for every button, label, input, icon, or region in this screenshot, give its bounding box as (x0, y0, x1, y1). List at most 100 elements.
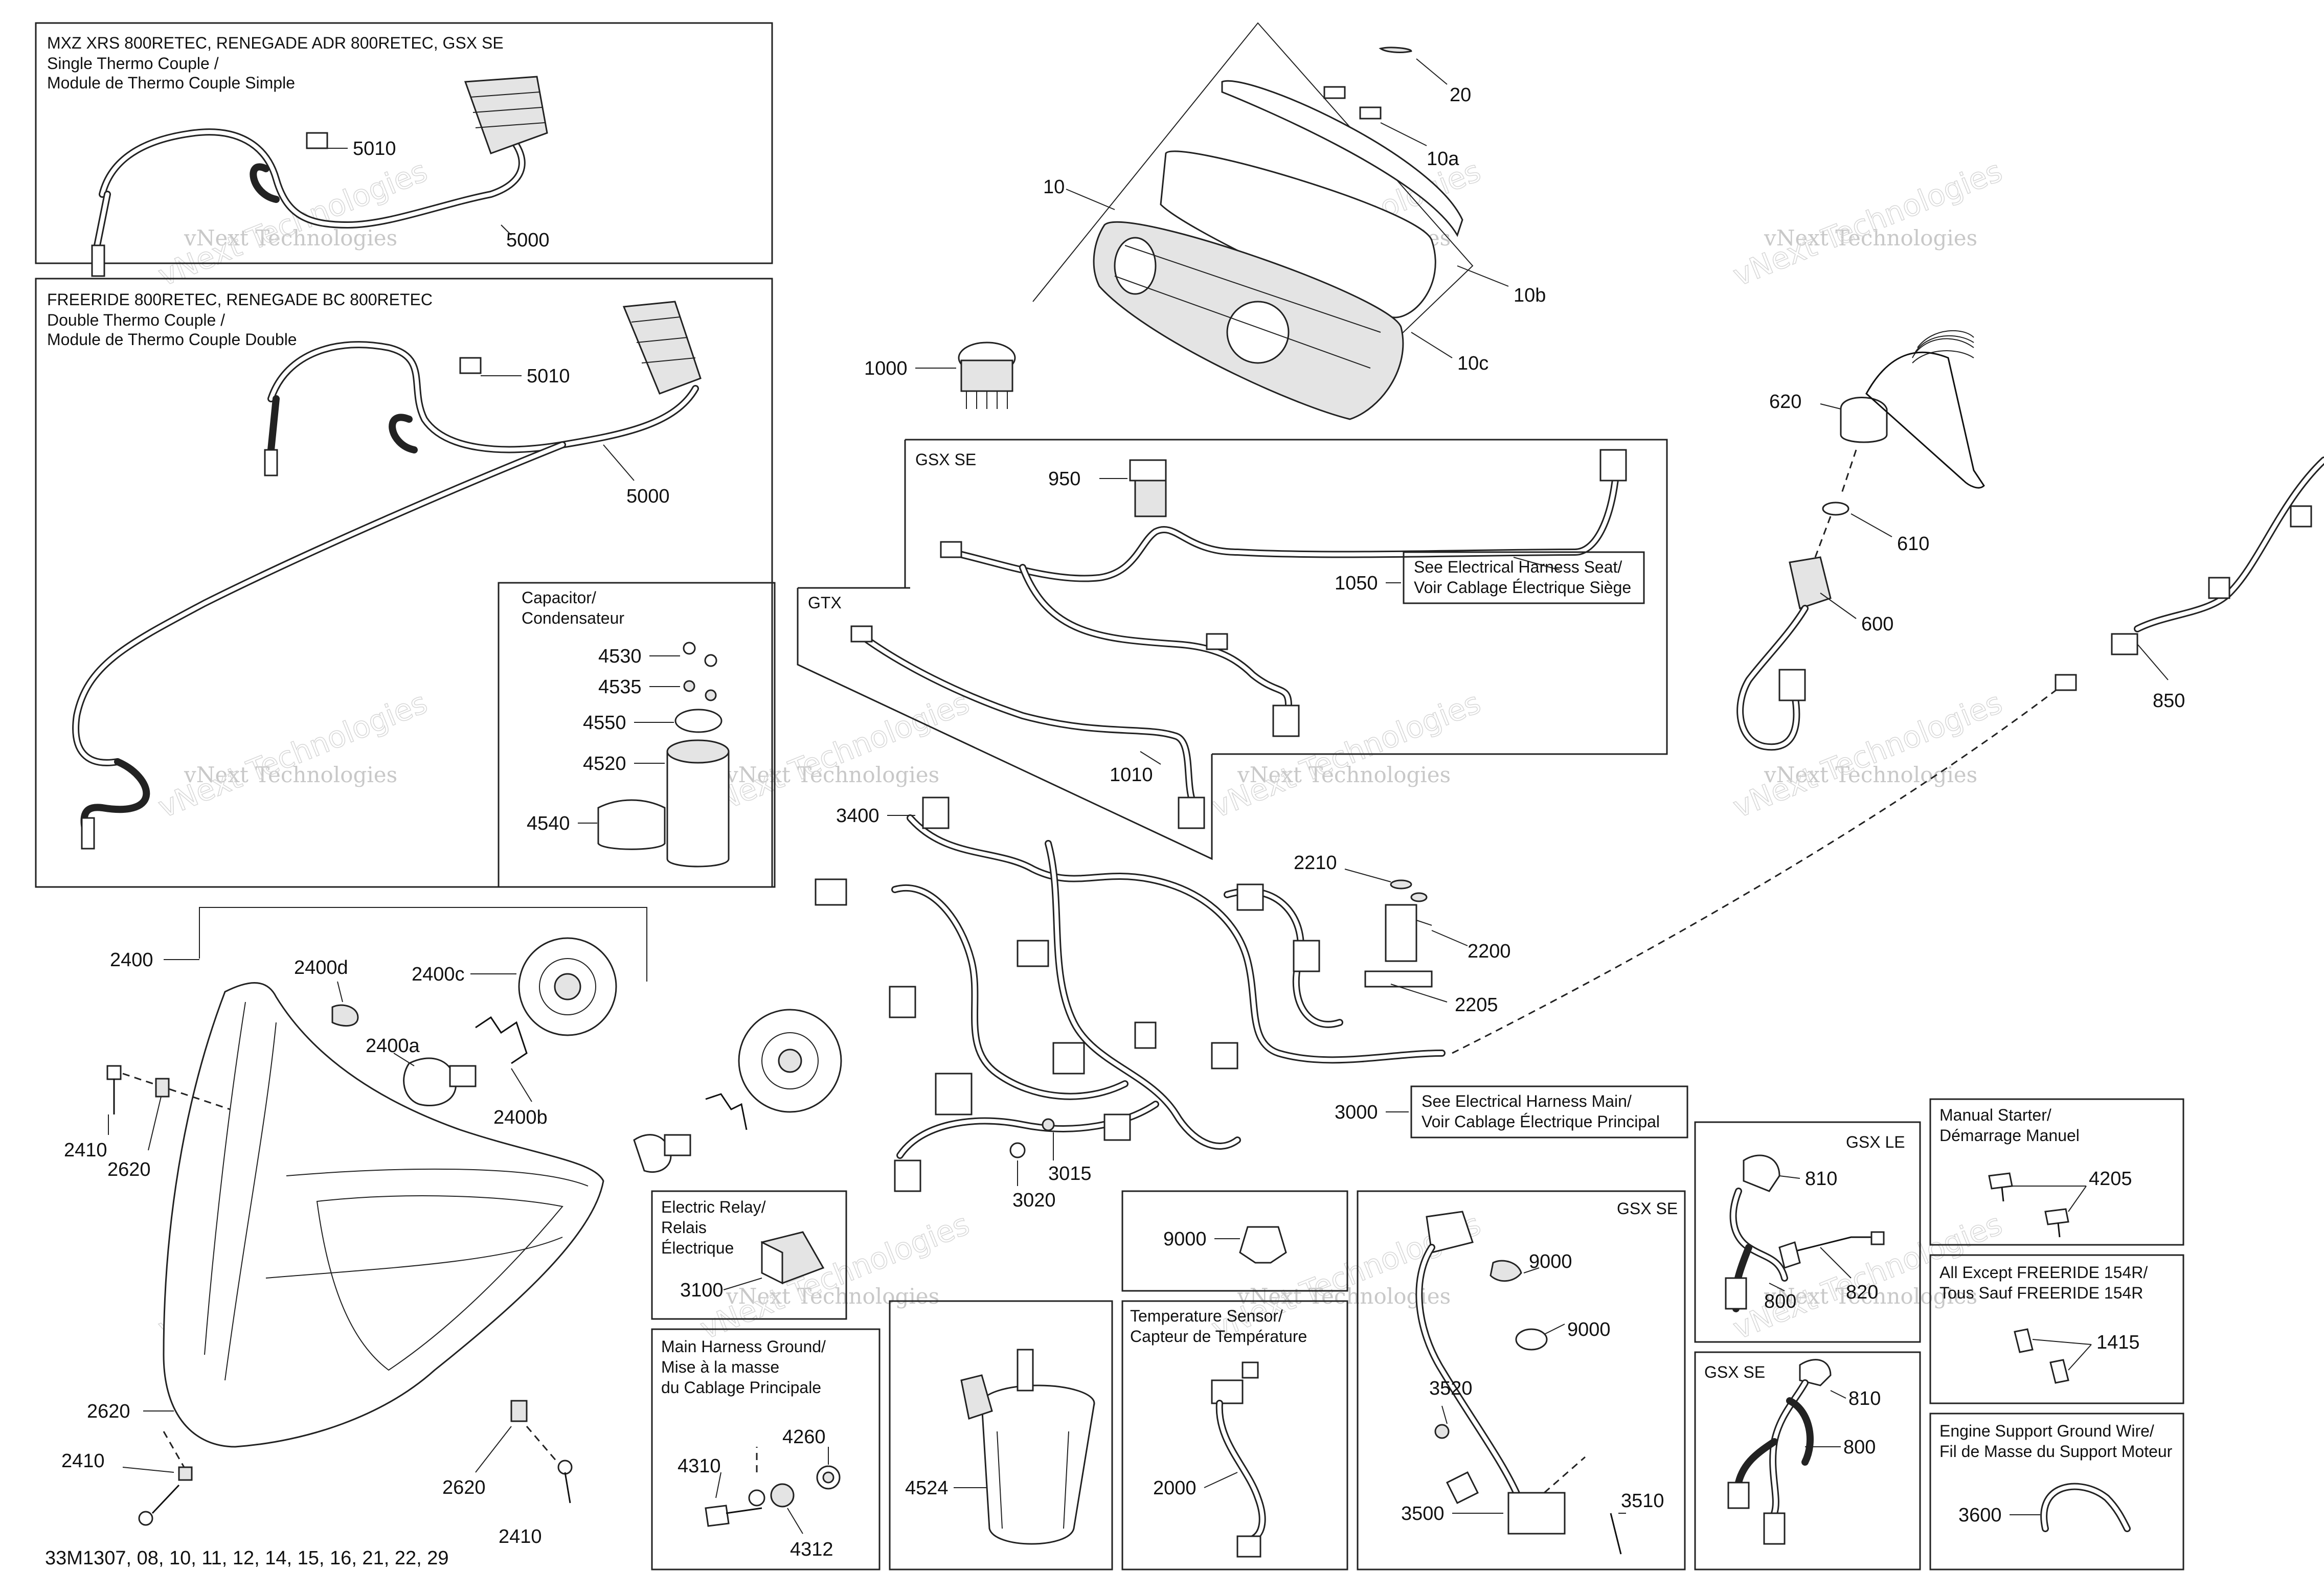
part-number: 4530 (598, 646, 642, 667)
watermark-small: vNext Technologies (1237, 1284, 1451, 1309)
diagram-reference: 33M1307, 08, 10, 11, 12, 14, 15, 16, 21,… (45, 1547, 448, 1569)
part-number: 2205 (1455, 994, 1498, 1016)
watermark-small: vNext Technologies (726, 1284, 939, 1309)
box-title: GSX SE (915, 450, 976, 469)
grommet-drawing (1239, 1226, 1287, 1264)
part-number: 2400a (366, 1035, 420, 1057)
part-number: 950 (1048, 468, 1080, 490)
part-number: 3015 (1048, 1163, 1092, 1185)
part-number: 5010 (353, 138, 396, 160)
note-text: See Electrical Harness Main/ (1422, 1092, 1632, 1110)
part-number: 5000 (626, 486, 670, 507)
box-single-thermocouple: MXZ XRS 800RETEC, RENEGADE ADR 800RETEC,… (35, 22, 773, 277)
thermocouple-double-drawing (72, 301, 702, 850)
part-number: 3520 (1429, 1378, 1473, 1399)
part-number: 3600 (1958, 1505, 2002, 1526)
part-number: 610 (1897, 533, 1929, 555)
ground-hardware-drawing (705, 1447, 841, 1527)
part-number: 3100 (680, 1280, 724, 1301)
part-number: 2410 (61, 1450, 105, 1472)
box-subtitle: Fil de Masse du Support Moteur (1939, 1442, 2173, 1461)
watermark-large: vNext Technologies (1728, 153, 2007, 293)
box-double-thermocouple: FREERIDE 800RETEC, RENEGADE BC 800RETEC … (35, 278, 773, 888)
part-number: 2400c (412, 964, 465, 985)
box-subtitle: Mise à la masse (661, 1358, 779, 1376)
headlight-group (106, 907, 647, 1526)
gauge-cluster-group (1032, 22, 1474, 420)
part-number: 10 (1043, 176, 1065, 198)
part-number: 3020 (1012, 1190, 1056, 1211)
box-title: Manual Starter/ (1939, 1106, 2051, 1124)
box-9000: 9000 (1121, 1190, 1348, 1292)
watermark-small: vNext Technologies (726, 762, 939, 787)
capacitor-drawing (597, 642, 730, 868)
part-number: 3500 (1401, 1503, 1445, 1524)
gsxle-drawing (1725, 1154, 1885, 1312)
relay-drawing (761, 1241, 783, 1285)
watermark-small: vNext Technologies (184, 225, 397, 251)
box-subtitle: Condensateur (522, 609, 624, 627)
part-number: 1415 (2096, 1332, 2140, 1353)
note-main-harness (1410, 1085, 1688, 1139)
part-number: 2410 (499, 1526, 542, 1547)
box-subtitle: Électrique (661, 1239, 734, 1257)
watermark-small: vNext Technologies (1764, 1284, 1977, 1309)
temperature-sensor-drawing (1211, 1361, 1266, 1558)
part-number: 2200 (1468, 941, 1511, 962)
part-number: 2400 (110, 949, 153, 971)
part-number: 3000 (1335, 1102, 1378, 1123)
box-title: FREERIDE 800RETEC, RENEGADE BC 800RETEC (47, 290, 433, 309)
box-manual-starter: Manual Starter/ Démarrage Manuel 4205 (1929, 1098, 2184, 1246)
box-title: MXZ XRS 800RETEC, RENEGADE ADR 800RETEC,… (47, 34, 504, 52)
box-capacitor: Capacitor/ Condensateur 4530 4535 4550 4… (498, 582, 776, 888)
tether-drawing (1736, 330, 2324, 751)
box-subtitle: Démarrage Manuel (1939, 1126, 2080, 1145)
bracket-drawing (960, 1349, 1095, 1545)
watermark-small: vNext Technologies (184, 762, 397, 787)
part-number: 800 (1843, 1437, 1876, 1458)
part-number: 4520 (583, 753, 626, 775)
screw (1009, 1142, 1026, 1158)
note-text: Voir Cablage Électrique Principal (1422, 1112, 1660, 1131)
box-4524: 4524 (889, 1300, 1113, 1570)
box-gsxse-top: GSX SE 950 1050 See Electrical Harness S… (904, 439, 1668, 755)
part-number: 820 (1846, 1282, 1878, 1303)
part-number: 2620 (87, 1401, 130, 1422)
box-title: GSX SE (1617, 1199, 1678, 1218)
part-number: 850 (2153, 690, 2185, 712)
box-all-except: All Except FREERIDE 154R/ Tous Sauf FREE… (1929, 1254, 2184, 1404)
manual-starter-drawing (1988, 1172, 2069, 1238)
box-subtitle: du Cablage Principale (661, 1378, 821, 1397)
part-number: 20 (1450, 84, 1471, 106)
box-title: All Except FREERIDE 154R/ (1939, 1263, 2148, 1282)
box-temperature-sensor: Temperature Sensor/ Capteur de Températu… (1121, 1300, 1348, 1570)
box-subtitle: Relais (661, 1218, 707, 1237)
box-gsxse-bottom: GSX SE 9000 9000 3520 3500 3510 (1357, 1190, 1686, 1570)
part-number: 5000 (506, 230, 550, 251)
part-number: 810 (1848, 1388, 1881, 1409)
switch-1000 (958, 341, 1016, 409)
watermark-small: vNext Technologies (1764, 762, 1977, 787)
part-number: 9000 (1529, 1251, 1572, 1272)
part-number: 4524 (905, 1477, 949, 1499)
box-subtitle: Tous Sauf FREERIDE 154R (1939, 1284, 2143, 1302)
part-number: 2400d (294, 957, 348, 978)
note-text: See Electrical Harness Seat/ (1414, 558, 1622, 576)
watermark-large: vNext Technologies (153, 685, 432, 825)
gsxse-sensor-drawing (1415, 1211, 1622, 1555)
watermark-large: vNext Technologies (695, 1206, 974, 1346)
part-number: 9000 (1567, 1319, 1611, 1340)
part-number: 10b (1514, 285, 1546, 306)
box-title: GSX SE (1704, 1363, 1765, 1381)
part-number: 2400b (493, 1107, 548, 1128)
box-subtitle: Single Thermo Couple / (47, 54, 219, 73)
box-main-harness-ground: Main Harness Ground/ Mise à la masse du … (651, 1328, 881, 1570)
box-title: Engine Support Ground Wire/ (1939, 1422, 2154, 1440)
box-gsxle: GSX LE 810 820 800 (1694, 1121, 1921, 1343)
part-number: 4540 (527, 813, 570, 834)
thermocouple-single-drawing (91, 76, 548, 277)
ground-cable (1452, 674, 2077, 1054)
part-number: 1010 (1110, 764, 1153, 786)
